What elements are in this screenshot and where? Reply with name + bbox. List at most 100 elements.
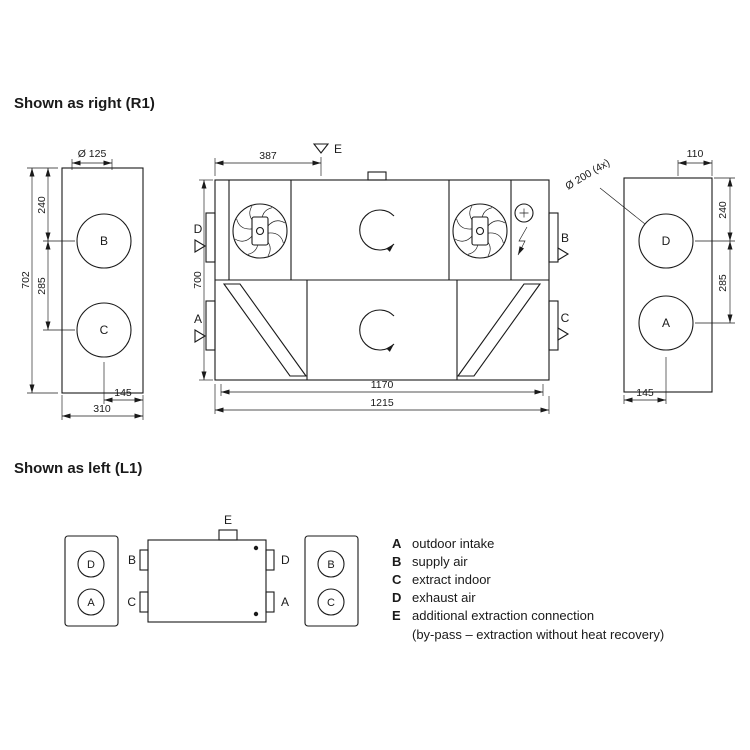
svg-text:285: 285	[717, 274, 729, 292]
port-label-d: D	[194, 222, 203, 236]
unit-body	[147, 539, 267, 623]
filter-band-left	[222, 283, 308, 377]
fan-icon	[452, 203, 508, 259]
port-label-d: D	[281, 553, 290, 567]
dimension-1215: 1215	[214, 384, 550, 414]
legend-text: outdoor intake	[412, 536, 494, 551]
port-label-c: C	[561, 311, 570, 325]
port-label-b: B	[327, 559, 334, 571]
port-label-b: B	[100, 234, 108, 248]
dimension-dia-200: Ø 200 (4x)	[563, 157, 646, 225]
section-right-title: Shown as right (R1)	[14, 95, 155, 112]
port-label-a: A	[281, 595, 289, 609]
legend-key: B	[392, 554, 401, 569]
port-label-c: C	[127, 595, 136, 609]
duct-stub-b	[139, 549, 149, 571]
flow-arrow-icon	[557, 327, 569, 341]
port-label-d: D	[87, 559, 95, 571]
plus-icon	[514, 203, 534, 223]
svg-text:285: 285	[36, 277, 48, 295]
svg-text:Ø 125: Ø 125	[78, 148, 107, 160]
port-label-e: E	[224, 513, 232, 527]
dimension-387: 387	[214, 150, 322, 176]
duct-stub-b	[548, 212, 559, 263]
legend-key: C	[392, 572, 402, 587]
section-left-title: Shown as left (L1)	[14, 460, 142, 477]
port-circle-b	[76, 213, 132, 269]
l1-schematic: E D A B C D A B C	[64, 513, 359, 627]
legend-text: supply air	[412, 554, 468, 569]
dimension-145-right: 145	[623, 357, 667, 404]
duct-stub-c	[139, 591, 149, 613]
dimension-310: 310	[61, 395, 144, 420]
flow-arrow-icon	[557, 247, 569, 261]
port-label-c: C	[327, 597, 335, 609]
svg-text:145: 145	[636, 387, 654, 399]
svg-text:700: 700	[192, 271, 204, 289]
corner-dot	[253, 611, 259, 617]
front-view: D A B C E 387 700 1170	[192, 142, 570, 414]
legend: A outdoor intake B supply air C extract …	[392, 536, 664, 642]
port-circle-b	[317, 550, 345, 578]
duct-stub-c	[548, 300, 559, 351]
svg-text:1215: 1215	[370, 397, 394, 409]
left-port-panel	[64, 535, 119, 627]
right-end-view: D A 110 240 285 145 Ø 200 (4x)	[563, 148, 735, 404]
dimension-dia-125: Ø 125	[71, 148, 113, 170]
dimension-240-left: 240	[36, 168, 75, 242]
duct-stub-a	[265, 591, 275, 613]
legend-key: E	[392, 608, 401, 623]
svg-text:702: 702	[20, 271, 32, 289]
svg-text:1170: 1170	[371, 379, 394, 391]
svg-text:110: 110	[687, 148, 704, 160]
legend-key: D	[392, 590, 401, 605]
right-port-panel	[304, 535, 359, 627]
dimension-285-right: 285	[695, 241, 735, 324]
legend-key: A	[392, 536, 402, 551]
flow-arrow-down-icon	[313, 143, 329, 154]
port-circle-c	[76, 302, 132, 358]
rotor-arrow-icon	[360, 310, 394, 350]
filter-band-right	[456, 283, 542, 377]
dimension-110: 110	[677, 148, 713, 176]
svg-text:240: 240	[36, 196, 48, 214]
port-label-e: E	[334, 142, 342, 156]
dimension-702: 702	[20, 167, 58, 394]
port-label-b: B	[561, 231, 569, 245]
corner-dot	[253, 545, 259, 551]
dimension-145-left: 145	[103, 362, 144, 404]
legend-text: extract indoor	[412, 572, 491, 587]
flow-arrow-icon	[194, 329, 206, 343]
port-label-a: A	[662, 316, 670, 330]
port-label-a: A	[194, 312, 202, 326]
legend-note: (by-pass – extraction without heat recov…	[412, 627, 664, 642]
port-label-c: C	[100, 323, 109, 337]
port-circle-c	[317, 588, 345, 616]
legend-text: additional extraction connection	[412, 608, 594, 623]
port-label-a: A	[87, 597, 95, 609]
rotor-arrow-icon	[360, 210, 394, 250]
flow-arrow-icon	[194, 239, 206, 253]
port-label-d: D	[662, 234, 671, 248]
dimension-285-left: 285	[36, 241, 75, 331]
fan-icon	[232, 203, 288, 259]
svg-text:310: 310	[93, 403, 111, 415]
svg-text:145: 145	[114, 387, 132, 399]
port-circle-d	[77, 550, 105, 578]
dimension-240-right: 240	[695, 177, 735, 242]
duct-stub-d	[265, 549, 275, 571]
svg-text:Ø 200 (4x): Ø 200 (4x)	[563, 157, 612, 193]
duct-stub-e	[367, 171, 387, 181]
left-end-view: B C Ø 125 702 240 285 1	[20, 148, 144, 420]
port-circle-a	[77, 588, 105, 616]
svg-text:240: 240	[717, 201, 729, 219]
duct-stub-e	[218, 529, 238, 541]
duct-stub-a	[205, 300, 216, 351]
duct-stub-d	[205, 212, 216, 263]
legend-text: exhaust air	[412, 590, 476, 605]
port-label-b: B	[128, 553, 136, 567]
port-circle-a	[638, 295, 694, 351]
svg-text:387: 387	[259, 150, 277, 162]
